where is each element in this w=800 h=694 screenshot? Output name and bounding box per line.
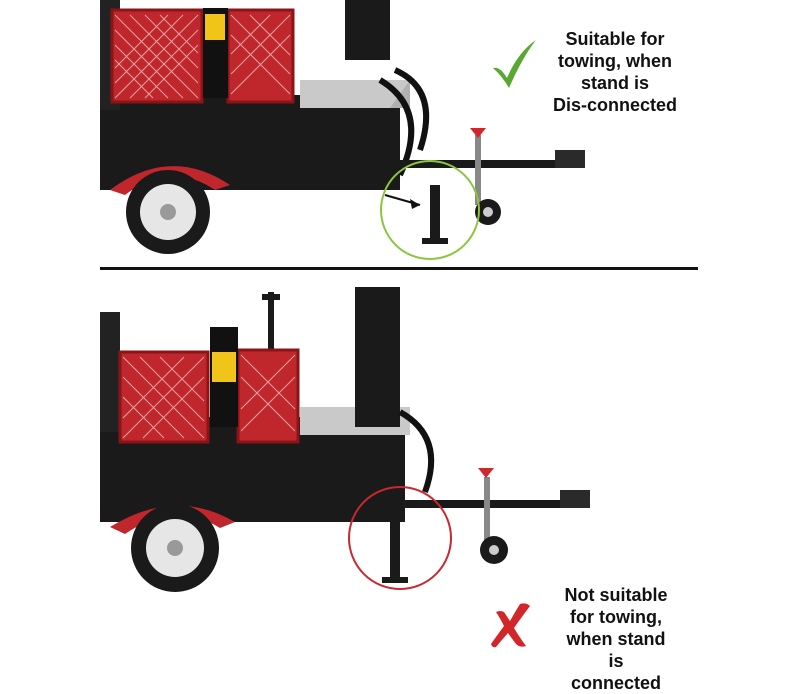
caption-line: for towing, bbox=[570, 607, 662, 627]
caption-line: connected bbox=[570, 673, 662, 693]
panel-stand-disconnected: Suitable for towing, when stand is Dis-c… bbox=[0, 0, 800, 268]
caption-line: towing, when bbox=[558, 51, 672, 71]
caption-line: is bbox=[608, 651, 624, 671]
panel-stand-connected: Not suitable for towing, when stand is c… bbox=[0, 272, 800, 693]
caption-suitable-for-towing: Suitable for towing, when stand is Dis-c… bbox=[540, 28, 690, 116]
cross-mark-icon bbox=[491, 603, 530, 648]
caption-line: Dis-connected bbox=[552, 95, 678, 115]
log-splitter-illustration bbox=[100, 0, 585, 260]
log-splitter-illustration bbox=[100, 287, 590, 592]
caption-line: Suitable for bbox=[565, 29, 665, 49]
caption-line: when stand bbox=[566, 629, 666, 649]
panel-divider bbox=[100, 267, 698, 270]
check-mark-icon bbox=[493, 40, 536, 88]
caption-line: stand is bbox=[580, 73, 650, 93]
caption-not-suitable-for-towing: Not suitable for towing, when stand is c… bbox=[548, 584, 684, 694]
caption-line: Not suitable bbox=[564, 585, 668, 605]
